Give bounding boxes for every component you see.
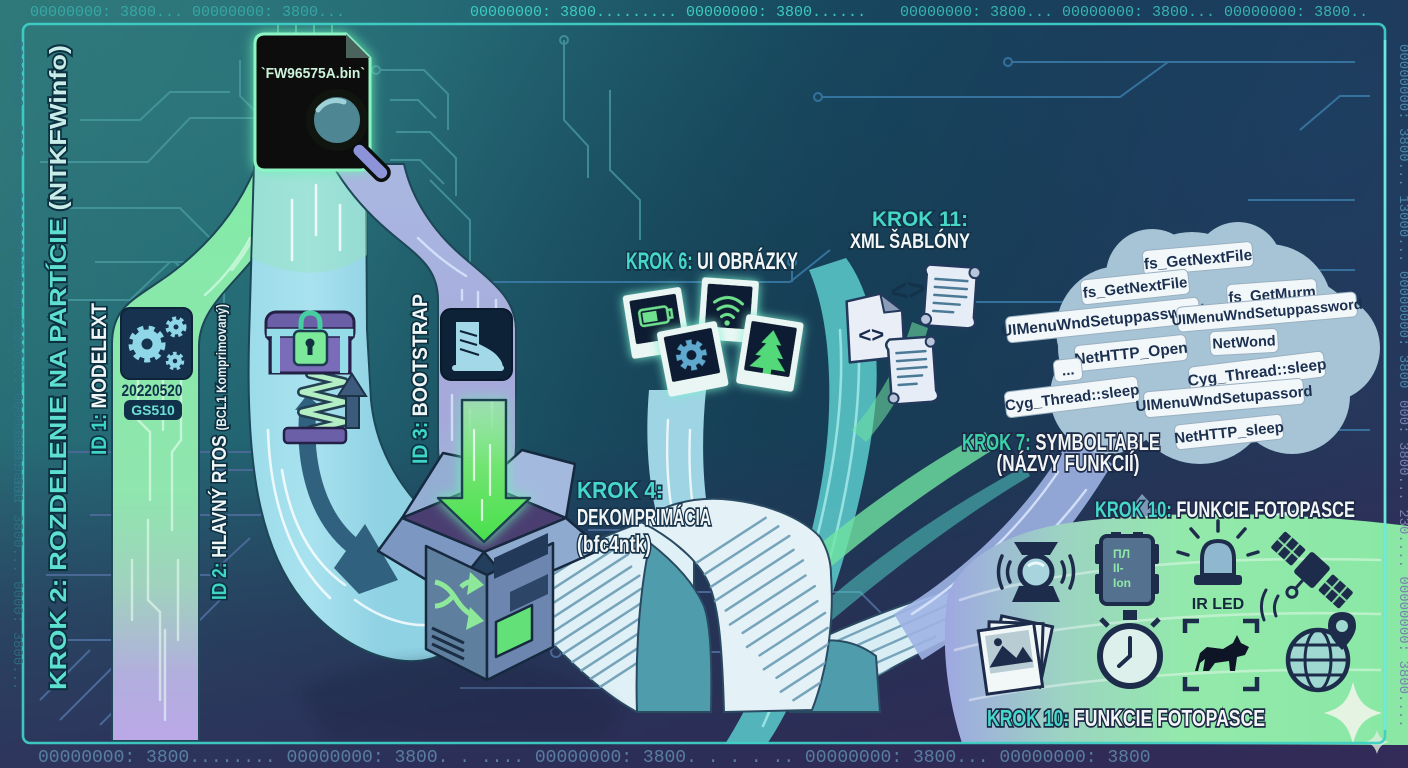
svg-text:<>: <> <box>858 322 885 348</box>
svg-text:KROK 11:: KROK 11: <box>872 208 968 231</box>
svg-text:XML ŠABLÓNY: XML ŠABLÓNY <box>850 229 970 253</box>
svg-text:00000000: 3800... 00000000: 38: 00000000: 3800... 00000000: 3800... <box>30 4 345 21</box>
svg-text:GS510: GS510 <box>131 402 175 418</box>
svg-text:00000000: 3800... 00000000:: 00000000: 3800... 00000000: 0000: 3800..… <box>9 40 25 502</box>
svg-text:(bfc4ntk): (bfc4ntk) <box>577 531 651 557</box>
svg-text:00000000: 3800... 00000000: 38: 00000000: 3800... 00000000: 3800... 0000… <box>900 4 1368 21</box>
svg-text:20220520: 20220520 <box>122 382 183 400</box>
svg-text:KROK 6: UI OBRÁZKY: KROK 6: UI OBRÁZKY <box>626 247 798 275</box>
svg-text:...: ... <box>1061 361 1075 379</box>
svg-text:00000000: 3800... 0000: 38: 00000000: 3800... 0000: 3800... <box>9 430 25 690</box>
svg-text:NetWond: NetWond <box>1212 333 1276 352</box>
svg-text:ΠЛ: ΠЛ <box>1113 547 1130 561</box>
svg-text:KROK 4:: KROK 4: <box>577 477 663 503</box>
svg-text:ID 3: BOOTSTRAP: ID 3: BOOTSTRAP <box>409 294 432 464</box>
svg-text:00000000: 3800......... 000000: 00000000: 3800......... 00000000: 3800..… <box>470 4 866 21</box>
svg-text:<>: <> <box>888 272 927 310</box>
svg-text:000: 3800... 230.... 0000: 000: 3800... 230.... 00000000: 3800.... <box>1395 400 1408 728</box>
svg-text:IR LED: IR LED <box>1192 596 1244 613</box>
svg-text:KROK 10: FUNKCIE FOTOPASCE: KROK 10: FUNKCIE FOTOPASCE <box>1095 497 1355 522</box>
svg-text:(NÁZVY FUNKCIÍ): (NÁZVY FUNKCIÍ) <box>997 449 1140 476</box>
svg-text:KROK 2: ROZDELENIE NA PARTÍCIE: KROK 2: ROZDELENIE NA PARTÍCIE (NTKFWinf… <box>44 45 71 690</box>
svg-text:00000000: 3800........ 000: 00000000: 3800........ 00000000: 3800. .… <box>38 748 1151 768</box>
svg-text:KROK 7: SYMBOLTABLE: KROK 7: SYMBOLTABLE <box>962 429 1160 455</box>
svg-text:ID 2: HLAVNÝ RTOS (BCL1 Kompri: ID 2: HLAVNÝ RTOS (BCL1 Komprimovaný) <box>207 304 231 600</box>
svg-text:3800... 00000000:: 3800... 00000000: <box>10 250 26 393</box>
svg-text:00000000: 3800... 13000...: 00000000: 3800... 13000... 00000000: 380… <box>1395 44 1408 388</box>
svg-text:Іon: Іon <box>1113 576 1131 590</box>
svg-text:DEKOMPRIMÁCIA: DEKOMPRIMÁCIA <box>577 503 711 530</box>
svg-text:`FW96575A.bin`: `FW96575A.bin` <box>261 66 365 82</box>
svg-text:ІІ-: ІІ- <box>1113 561 1124 575</box>
svg-text:KROK 10: FUNKCIE FOTOPASCE: KROK 10: FUNKCIE FOTOPASCE <box>987 705 1265 731</box>
svg-text:ID 1: MODELEXT: ID 1: MODELEXT <box>88 303 111 455</box>
